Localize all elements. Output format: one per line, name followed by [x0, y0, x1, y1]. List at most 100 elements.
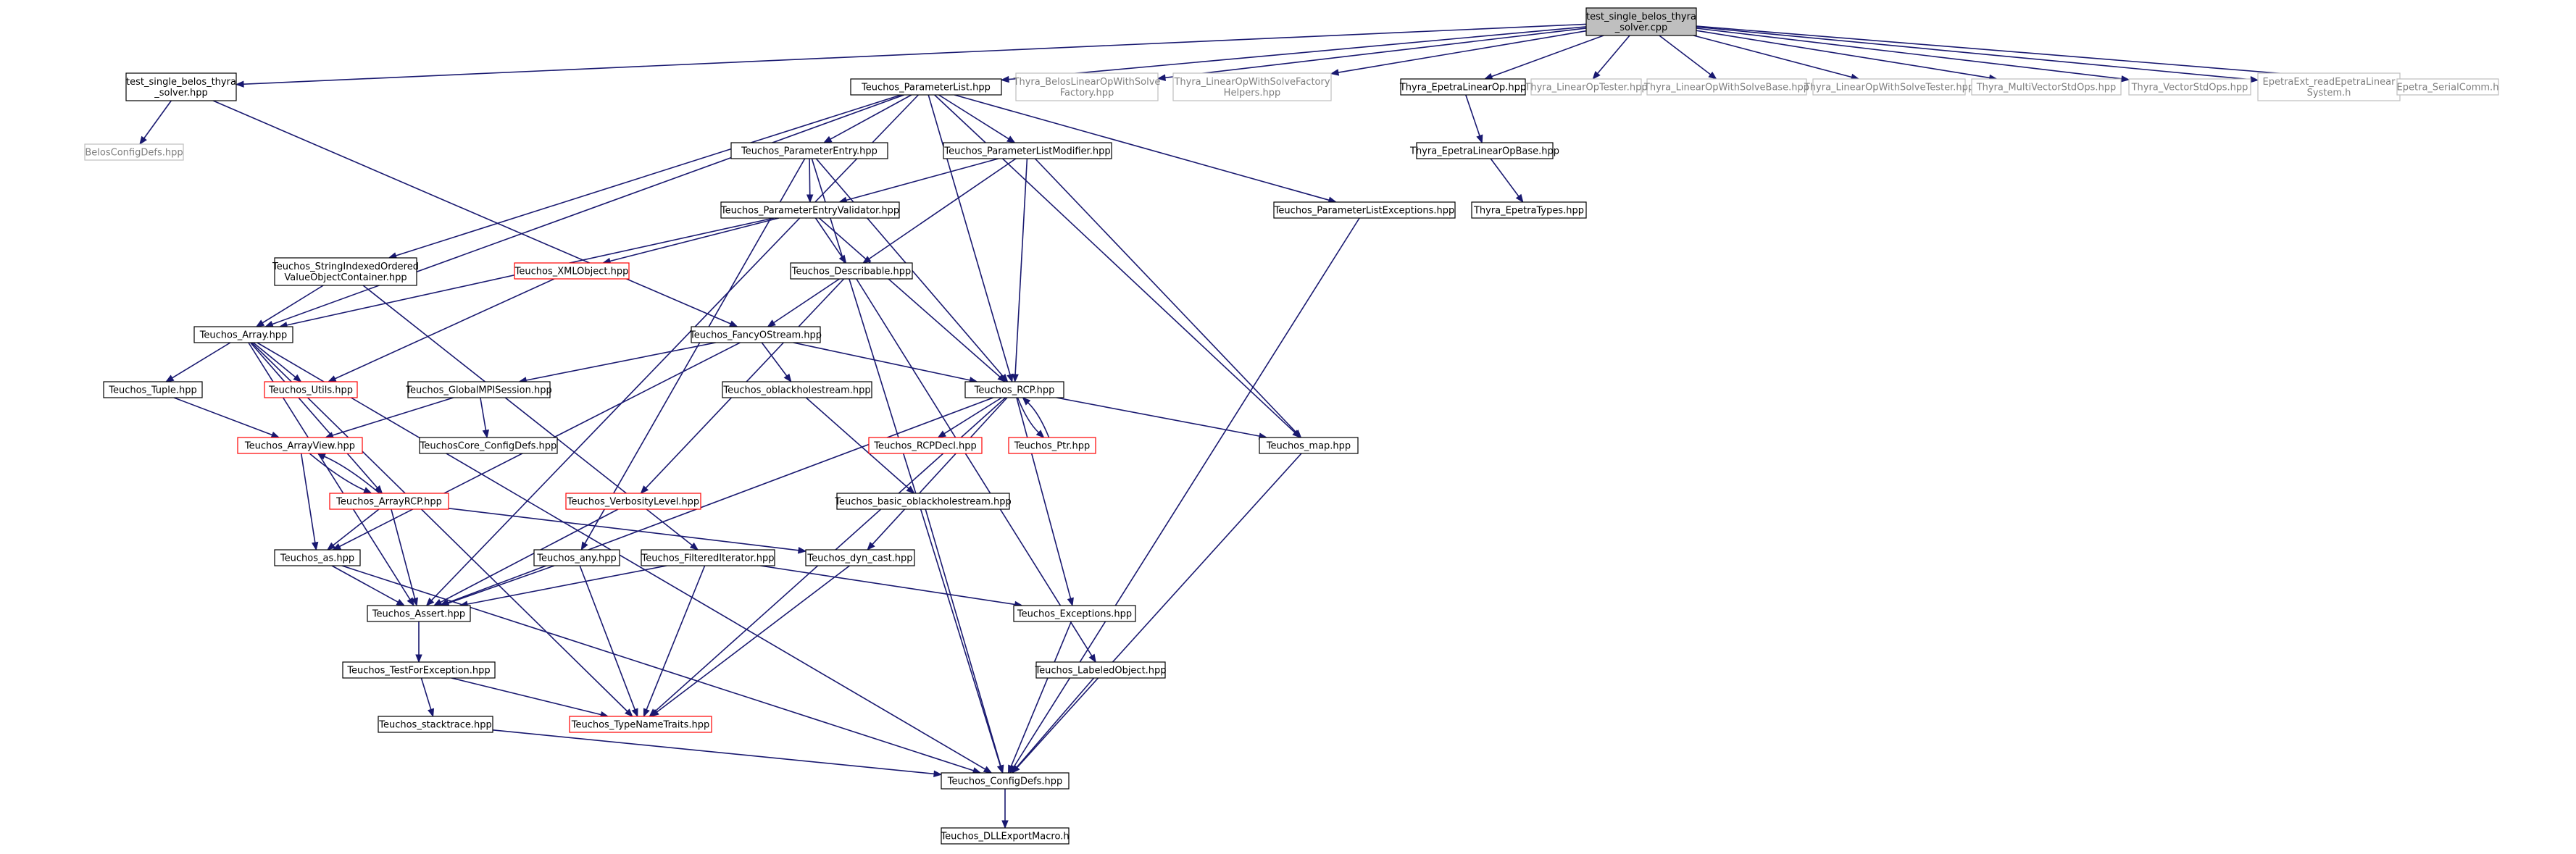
node-param-list-modifier[interactable]: Teuchos_ParameterListModifier.hpp [943, 142, 1112, 159]
node-dyn-cast[interactable]: Teuchos_dyn_cast.hpp [805, 549, 915, 566]
node-label: ValueObjectContainer.hpp [284, 272, 407, 283]
arrowhead-dyn_cast-to-type_name_traits [650, 708, 659, 717]
arrowhead-array_view-to-as [311, 541, 319, 551]
node-labeled-object[interactable]: Teuchos_LabeledObject.hpp [1034, 661, 1167, 679]
node-thyra-epetra-linear-op[interactable]: Thyra_EpetraLinearOp.hpp [1399, 78, 1526, 96]
node-global-mpi[interactable]: Teuchos_GlobalMPISession.hpp [405, 381, 552, 398]
edge-param_list_modifier-to-param_entry_validator [846, 158, 999, 201]
node-core-config[interactable]: TeuchosCore_ConfigDefs.hpp [419, 437, 558, 454]
node-config-defs[interactable]: Teuchos_ConfigDefs.hpp [941, 772, 1070, 790]
edge-param_entry_validator-to-describable [814, 217, 843, 258]
edge-oblackhole-to-basic_oblackhole [805, 397, 909, 489]
node-array[interactable]: Teuchos_Array.hpp [193, 326, 293, 343]
node-belos-config: BelosConfigDefs.hpp [84, 143, 184, 161]
node-xml-object[interactable]: Teuchos_XMLObject.hpp [514, 262, 630, 280]
edge-array-to-assert [248, 342, 411, 600]
node-box [691, 326, 821, 343]
arrowhead-param_entry_validator-to-describable [838, 254, 847, 264]
arrowhead-param_list-to-param_list_modifier [1006, 135, 1016, 143]
node-param-entry-validator[interactable]: Teuchos_ParameterEntryValidator.hpp [720, 201, 900, 219]
node-box [1035, 661, 1166, 679]
arrowhead-tsbts_hpp-to-fancy_ostream [728, 320, 738, 327]
node-label: Thyra_LinearOpWithSolveFactory [1173, 77, 1330, 88]
arrowhead-describable-to-fancy_ostream [767, 319, 776, 327]
edge-param_list-to-param_list_exceptions [954, 94, 1330, 201]
arrowhead-global_mpi-to-core_config [482, 429, 490, 439]
node-box [84, 143, 184, 161]
edge-param_list-to-param_entry [830, 94, 912, 140]
node-param-list-exceptions[interactable]: Teuchos_ParameterListExceptions.hpp [1273, 201, 1456, 219]
node-box [274, 549, 361, 566]
node-basic-oblackhole[interactable]: Teuchos_basic_oblackholestream.hpp [834, 493, 1012, 510]
node-array-view[interactable]: Teuchos_ArrayView.hpp [237, 437, 363, 454]
arrowhead-filtered_iter-to-type_name_traits [643, 708, 650, 718]
node-tuple[interactable]: Teuchos_Tuple.hpp [103, 381, 203, 398]
node-label: Thyra_EpetraLinearOpBase.hpp [1409, 146, 1559, 157]
node-label: _solver.cpp [1614, 22, 1667, 33]
node-rcp[interactable]: Teuchos_RCP.hpp [964, 381, 1064, 398]
arrowhead-root-to-thyra_lows_factory_helpers [1330, 69, 1340, 76]
arrowhead-param_list-to-assert [425, 598, 435, 606]
node-utils[interactable]: Teuchos_Utils.hpp [264, 381, 358, 398]
arrowhead-root-to-thyra_linear_op_tester [1592, 70, 1601, 80]
node-thyra-epetra-types[interactable]: Thyra_EpetraTypes.hpp [1471, 201, 1587, 219]
node-dll-export[interactable]: Teuchos_DLLExportMacro.h [940, 827, 1070, 845]
node-rcp-decl[interactable]: Teuchos_RCPDecl.hpp [868, 437, 983, 454]
edge-labeled_object-to-config_defs [1016, 677, 1095, 768]
node-map[interactable]: Teuchos_map.hpp [1259, 437, 1359, 454]
edge-rcp-to-map [1056, 397, 1260, 437]
edge-array_view-to-as [300, 453, 316, 543]
node-string-indexed[interactable]: Teuchos_StringIndexedOrderedValueObjectC… [272, 257, 419, 286]
node-box [378, 716, 493, 733]
node-box [1416, 142, 1554, 159]
node-param-entry[interactable]: Teuchos_ParameterEntry.hpp [730, 142, 888, 159]
node-stacktrace[interactable]: Teuchos_stacktrace.hpp [378, 716, 493, 733]
node-label: Teuchos_RCP.hpp [974, 385, 1055, 396]
edge-global_mpi-to-core_config [480, 397, 487, 431]
node-fancy-ostream[interactable]: Teuchos_FancyOStream.hpp [689, 326, 822, 343]
edge-map-to-config_defs [1017, 453, 1302, 769]
node-root[interactable]: test_single_belos_thyra_solver.cpp [1585, 7, 1697, 36]
node-as[interactable]: Teuchos_as.hpp [274, 549, 361, 566]
node-thyra-epetra-linear-op-base[interactable]: Thyra_EpetraLinearOpBase.hpp [1409, 142, 1559, 159]
node-param-list[interactable]: Teuchos_ParameterList.hpp [850, 78, 1002, 96]
edge-any-to-type_name_traits [579, 565, 635, 710]
arrowhead-string_indexed-to-array [255, 319, 265, 327]
node-label: Teuchos_ParameterListModifier.hpp [943, 146, 1110, 157]
node-ptr[interactable]: Teuchos_Ptr.hpp [1008, 437, 1096, 454]
node-thyra-mv-std-ops: Thyra_MultiVectorStdOps.hpp [1971, 78, 2122, 96]
node-type-name-traits[interactable]: Teuchos_TypeNameTraits.hpp [569, 716, 712, 733]
node-box [1530, 78, 1642, 96]
edge-array_rcp-to-as [333, 508, 380, 546]
node-assert[interactable]: Teuchos_Assert.hpp [367, 605, 471, 622]
edge-param_list_exceptions-to-config_defs [1013, 217, 1360, 767]
node-exceptions[interactable]: Teuchos_Exceptions.hpp [1013, 605, 1136, 622]
node-label: Teuchos_Exceptions.hpp [1017, 609, 1132, 620]
node-box [274, 257, 417, 286]
node-label: Teuchos_XMLObject.hpp [514, 267, 629, 277]
node-array-rcp[interactable]: Teuchos_ArrayRCP.hpp [329, 493, 449, 510]
edge-rcp-to-exceptions [1016, 397, 1072, 599]
node-label: Teuchos_ParameterEntryValidator.hpp [720, 206, 899, 217]
node-label: Teuchos_TypeNameTraits.hpp [571, 720, 710, 731]
arrowhead-thyra_epetra_linear_op_base-to-thyra_epetra_types [1515, 193, 1524, 204]
node-filtered-iter[interactable]: Teuchos_FilteredIterator.hpp [641, 549, 775, 566]
node-test-for-exception[interactable]: Teuchos_TestForException.hpp [342, 661, 496, 679]
node-verbosity[interactable]: Teuchos_VerbosityLevel.hpp [565, 493, 701, 510]
node-label: Teuchos_Describable.hpp [791, 267, 911, 277]
arrowhead-array_rcp-to-assert [411, 597, 418, 607]
node-label: BelosConfigDefs.hpp [85, 148, 183, 159]
arrowhead-exceptions-to-config_defs [1008, 764, 1014, 774]
edge-global_mpi-to-array_view [332, 397, 454, 436]
node-oblackhole[interactable]: Teuchos_oblackholestream.hpp [722, 381, 872, 398]
node-any[interactable]: Teuchos_any.hpp [533, 549, 620, 566]
edge-describable-to-fancy_ostream [773, 278, 840, 324]
edge-tsbts_hpp-to-belos_config [143, 100, 172, 139]
node-label: Thyra_MultiVectorStdOps.hpp [1976, 83, 2117, 93]
edge-array_rcp-to-array_view [324, 456, 380, 494]
node-describable[interactable]: Teuchos_Describable.hpp [790, 262, 913, 280]
node-box [641, 549, 775, 566]
node-tsbts-hpp[interactable]: test_single_belos_thyra_solver.hpp [125, 72, 237, 101]
edge-basic_oblackhole-to-config_defs [925, 508, 1001, 766]
node-box [2128, 78, 2251, 96]
